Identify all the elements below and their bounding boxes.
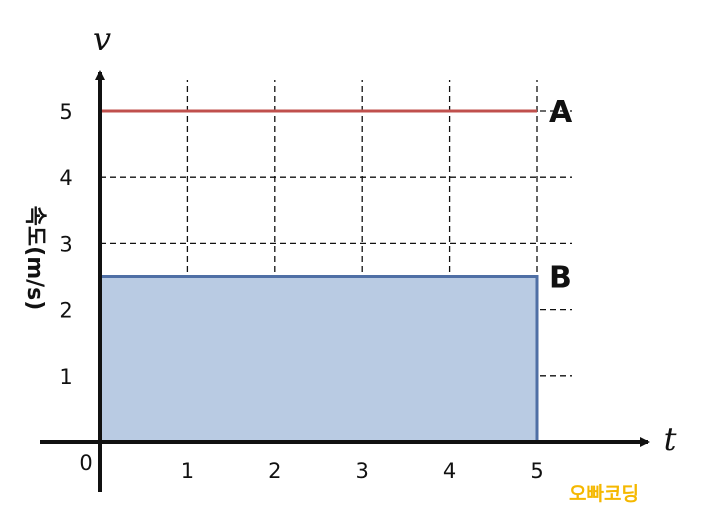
watermark: 오빠코딩 [569,483,639,505]
y-tick-labels: 1 2 3 4 5 [59,100,72,389]
series-b-label: B [549,261,572,296]
y-axis-label: 속도(m/s) [22,206,47,311]
x-tick-label: 2 [268,459,281,483]
series-a-label: A [549,95,573,130]
y-tick-label: 5 [59,100,72,124]
x-axis-variable: t [664,420,677,458]
origin-label: 0 [79,451,92,475]
x-tick-label: 1 [181,459,194,483]
x-tick-labels: 1 2 3 4 5 [181,459,544,483]
series-b-area [98,275,539,444]
y-tick-label: 1 [59,365,72,389]
x-tick-label: 3 [356,459,369,483]
y-tick-label: 2 [59,299,72,323]
y-axis-variable: v [93,20,111,58]
x-tick-label: 4 [443,459,456,483]
y-tick-label: 4 [59,166,72,190]
x-tick-label: 5 [530,459,543,483]
y-tick-label: 3 [59,232,72,256]
